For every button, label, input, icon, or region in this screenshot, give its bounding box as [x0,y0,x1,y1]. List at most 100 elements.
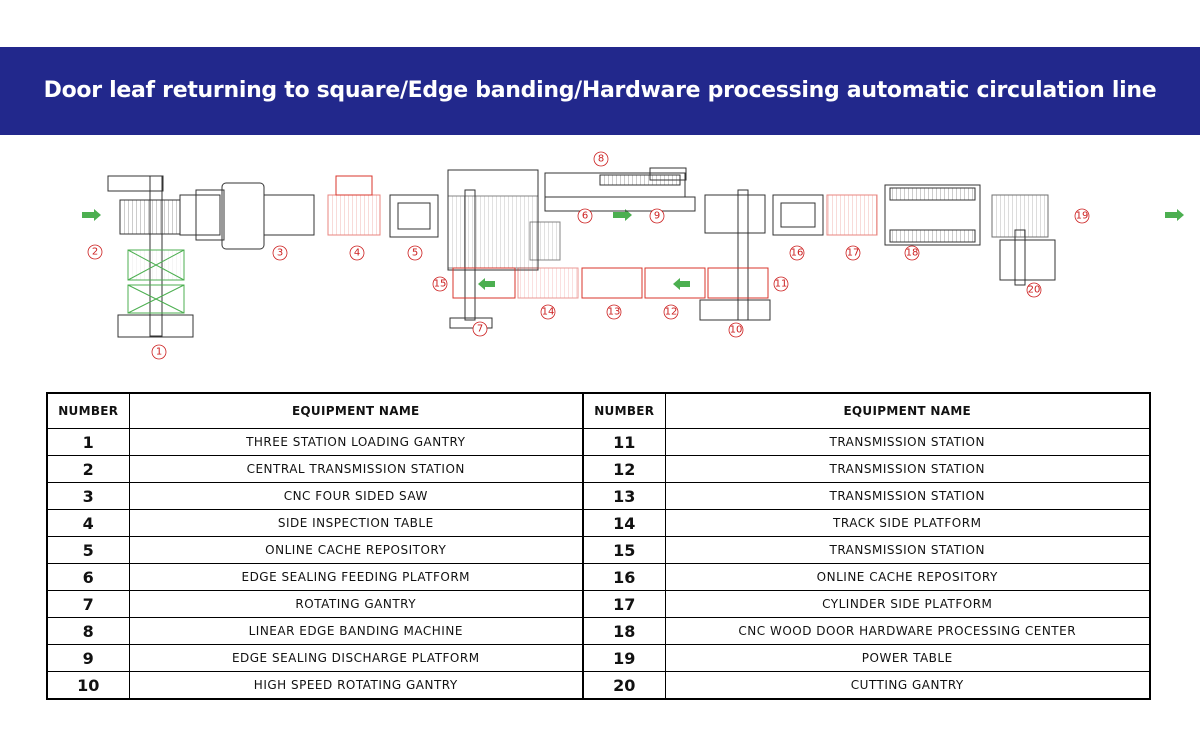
cell-left-name: THREE STATION LOADING GANTRY [128,428,584,456]
callout-7: 7 [477,324,483,335]
page-title: Door leaf returning to square/Edge bandi… [43,78,1157,103]
cell-right-name: TRANSMISSION STATION [664,428,1151,456]
machine-11 [707,267,769,299]
cell-right-name: TRACK SIDE PLATFORM [664,509,1151,537]
flow-arrows [82,209,1184,290]
return-conveyor [452,267,769,299]
machine-12 [644,267,706,299]
cell-left-name: ONLINE CACHE REPOSITORY [128,536,584,564]
cell-right-name: POWER TABLE [664,644,1151,672]
machine-3-four-sided-saw [195,182,315,250]
machine-8-edge-banding [544,167,696,212]
callout-8: 8 [598,154,604,165]
cell-right-number: 12 [582,455,666,483]
cell-left-name: SIDE INSPECTION TABLE [128,509,584,537]
cell-left-name: EDGE SEALING DISCHARGE PLATFORM [128,644,584,672]
callout-17: 17 [847,248,860,259]
machine-5-cache-repository [389,194,439,238]
cell-left-number: 9 [46,644,130,672]
cell-left-number: 2 [46,455,130,483]
callout-19: 19 [1076,211,1089,222]
callout-4: 4 [354,248,360,259]
equipment-table: NUMBER EQUIPMENT NAME NUMBER EQUIPMENT N… [46,392,1151,700]
machine-18-hardware-center [884,184,981,246]
cell-right-number: 14 [582,509,666,537]
cell-right-number: 13 [582,482,666,510]
cell-left-number: 1 [46,428,130,456]
cell-left-name: CNC FOUR SIDED SAW [128,482,584,510]
callout-labels [87,151,1090,360]
cell-right-name: CNC WOOD DOOR HARDWARE PROCESSING CENTER [664,617,1151,645]
machine-10-rotating-gantry [699,189,771,321]
table-header-row: NUMBER EQUIPMENT NAME NUMBER EQUIPMENT N… [46,392,1151,429]
cell-left-name: ROTATING GANTRY [128,590,584,618]
header-name-right: EQUIPMENT NAME [664,392,1151,429]
callout-12: 12 [665,307,678,318]
cell-right-name: TRANSMISSION STATION [664,455,1151,483]
cell-right-number: 16 [582,563,666,591]
cell-right-number: 19 [582,644,666,672]
cell-left-number: 10 [46,671,130,700]
machine-16-cache-repository [772,194,824,236]
cell-right-number: 11 [582,428,666,456]
flow-arrow-return [478,278,495,290]
cell-left-number: 3 [46,482,130,510]
flow-arrow-9 [613,209,632,221]
title-banner: Door leaf returning to square/Edge bandi… [0,47,1200,135]
cell-right-name: CUTTING GANTRY [664,671,1151,700]
cell-right-number: 20 [582,671,666,700]
callout-15: 15 [434,279,447,290]
production-line-layout: 1 2 3 4 5 6 7 8 9 10 11 12 13 14 15 16 1… [82,151,1184,360]
callout-5: 5 [412,248,418,259]
callout-14: 14 [542,307,555,318]
flow-arrow-in [82,209,101,221]
cell-left-number: 5 [46,536,130,564]
header-number-right: NUMBER [582,392,666,429]
cell-left-name: LINEAR EDGE BANDING MACHINE [128,617,584,645]
machine-19-20-power-table [991,194,1056,286]
callout-10: 10 [730,325,743,336]
cell-left-number: 7 [46,590,130,618]
cell-right-number: 17 [582,590,666,618]
callout-numbers: 1 2 3 4 5 6 7 8 9 10 11 12 13 14 15 16 1… [92,154,1089,358]
cell-right-number: 15 [582,536,666,564]
callout-13: 13 [608,307,621,318]
cell-right-number: 18 [582,617,666,645]
machine-2-central-transmission [119,194,221,236]
cell-right-name: CYLINDER SIDE PLATFORM [664,590,1151,618]
machine-6-7-feeding-gantry [447,169,561,329]
machine-1-loading-gantry [107,175,194,338]
machine-4-inspection-table [327,175,381,236]
cell-left-number: 6 [46,563,130,591]
callout-1: 1 [156,347,162,358]
header-name-left: EQUIPMENT NAME [128,392,584,429]
callout-18: 18 [906,248,919,259]
flow-arrow-out [1165,209,1184,221]
callout-11: 11 [775,279,788,290]
callout-20: 20 [1028,285,1041,296]
callout-3: 3 [277,248,283,259]
cell-left-name: EDGE SEALING FEEDING PLATFORM [128,563,584,591]
machine-17-cylinder-platform [826,194,878,236]
callout-6: 6 [582,211,588,222]
header-number-left: NUMBER [46,392,130,429]
cell-left-number: 4 [46,509,130,537]
callout-9: 9 [654,211,660,222]
cell-right-name: TRANSMISSION STATION [664,482,1151,510]
callout-16: 16 [791,248,804,259]
machine-14 [517,267,579,299]
cell-left-number: 8 [46,617,130,645]
cell-left-name: CENTRAL TRANSMISSION STATION [128,455,584,483]
flow-arrow-return-2 [673,278,690,290]
cell-right-name: TRANSMISSION STATION [664,536,1151,564]
